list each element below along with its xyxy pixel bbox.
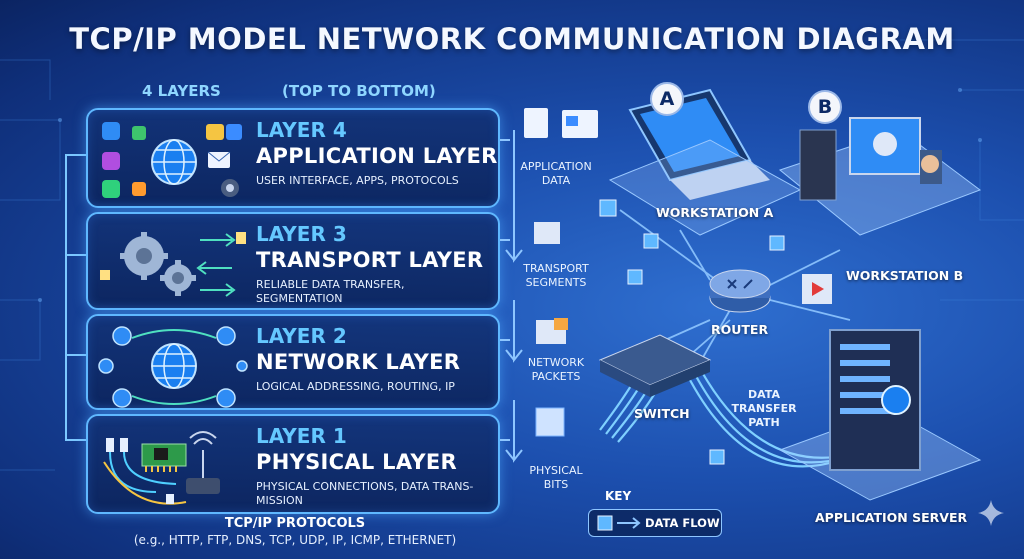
- physical-icons: [103, 431, 220, 505]
- layer-3-panel: LAYER 3 TRANSPORT LAYER RELIABLE DATA TR…: [86, 212, 500, 310]
- document-icon: [524, 108, 548, 138]
- key-label: DATA FLOW: [645, 516, 720, 530]
- data-packet-icons: [599, 199, 785, 465]
- layer-4-panel: LAYER 4 APPLICATION LAYER USER INTERFACE…: [86, 108, 500, 208]
- layer-number: LAYER 1: [256, 424, 347, 448]
- workstation-b-label: WORKSTATION B: [846, 268, 964, 283]
- desktop-computer-icon: [778, 117, 982, 236]
- layer-name: APPLICATION LAYER: [256, 144, 498, 168]
- layer-name: NETWORK LAYER: [256, 350, 461, 374]
- switch-label: SWITCH: [634, 406, 690, 421]
- page-title: TCP/IP MODEL NETWORK COMMUNICATION DIAGR…: [69, 22, 955, 56]
- key-legend: DATA FLOW: [588, 509, 722, 537]
- order-heading: (TOP TO BOTTOM): [282, 82, 436, 100]
- layer-description: RELIABLE DATA TRANSFER, SEGMENTATION: [256, 278, 405, 305]
- network-topology: [598, 88, 982, 501]
- layer-number: LAYER 4: [256, 118, 347, 142]
- application-icons: [102, 122, 242, 198]
- segment-icon: [534, 222, 560, 244]
- router-icon: [709, 269, 771, 313]
- layer-2-panel: LAYER 2 NETWORK LAYER LOGICAL ADDRESSING…: [86, 314, 500, 410]
- server-label: APPLICATION SERVER: [815, 510, 968, 525]
- layer-number: LAYER 3: [256, 222, 347, 246]
- layer-name: PHYSICAL LAYER: [256, 450, 458, 474]
- network-icons: [98, 326, 248, 408]
- layer-1-panel: LAYER 1 PHYSICAL LAYER PHYSICAL CONNECTI…: [86, 414, 500, 514]
- protocols-list: (e.g., HTTP, FTP, DNS, TCP, UDP, IP, ICM…: [133, 533, 457, 547]
- data-flow-icon: [597, 515, 641, 531]
- switch-icon: [598, 334, 712, 397]
- layer-description: PHYSICAL CONNECTIONS, DATA TRANS-MISSION: [256, 480, 474, 507]
- protocols-title: TCP/IP PROTOCOLS: [224, 516, 366, 531]
- transport-icons: [100, 232, 246, 297]
- key-title: KEY: [605, 489, 632, 503]
- server-icon: [778, 329, 982, 501]
- marker-b: B: [808, 90, 842, 124]
- workstation-a-label: WORKSTATION A: [656, 205, 774, 220]
- bits-icon: [535, 407, 565, 437]
- layer-bracket: [65, 154, 88, 441]
- layer-description: LOGICAL ADDRESSING, ROUTING, IP: [256, 380, 455, 393]
- layers-heading: 4 LAYERS: [142, 82, 221, 100]
- router-label: ROUTER: [711, 322, 769, 337]
- layer-description: USER INTERFACE, APPS, PROTOCOLS: [256, 174, 459, 187]
- data-unit-column: [500, 108, 598, 463]
- layer-number: LAYER 2: [256, 324, 347, 348]
- marker-a: A: [650, 82, 684, 116]
- layer-name: TRANSPORT LAYER: [256, 248, 484, 272]
- sparkle-icon: [978, 500, 1004, 526]
